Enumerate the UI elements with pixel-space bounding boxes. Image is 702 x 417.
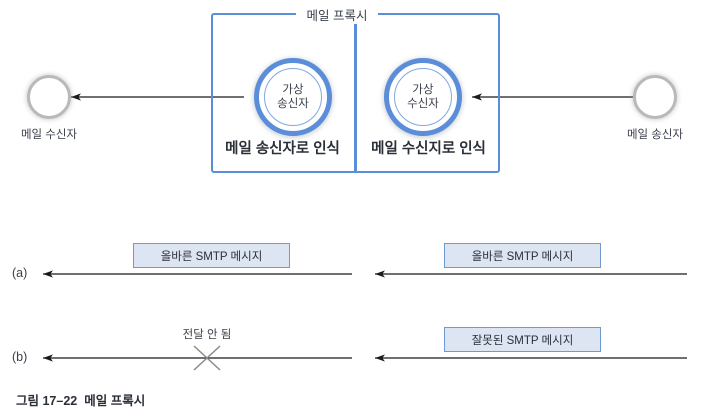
proxy-vertical-divider [354, 24, 357, 172]
mail-receiver-node-icon [27, 75, 71, 119]
proxy-title: 메일 프록시 [306, 9, 368, 23]
row-b-right-message: 잘못된 SMTP 메시지 [444, 327, 601, 352]
virtual-receiver-line2: 수신자 [407, 98, 439, 110]
mail-receiver-label: 메일 수신자 [20, 129, 78, 141]
virtual-sender-line2: 송신자 [277, 98, 309, 110]
blocked-cross-icon [193, 345, 221, 371]
figure-caption-title: 메일 프록시 [84, 394, 146, 408]
mail-sender-node-icon [633, 75, 677, 119]
row-a-right-message: 올바른 SMTP 메시지 [444, 243, 601, 268]
virtual-receiver-ring-inner: 가상 수신자 [394, 68, 452, 126]
recognized-as-destination-label: 메일 수신지로 인식 [371, 141, 486, 157]
figure-caption: 그림 17–22 메일 프록시 [16, 390, 145, 409]
figure-caption-number: 그림 17–22 [16, 394, 78, 408]
virtual-receiver-node: 가상 수신자 [384, 58, 462, 136]
recognized-as-sender-label: 메일 송신자로 인식 [225, 141, 340, 157]
row-b-left-message: 전달 안 됨 [182, 329, 232, 341]
mail-sender-label: 메일 송신자 [626, 129, 684, 141]
row-a-left-message: 올바른 SMTP 메시지 [133, 243, 290, 268]
proxy-title-gap [296, 4, 378, 22]
virtual-sender-line1: 가상 [282, 83, 304, 96]
row-label-a: (a) [12, 266, 28, 280]
virtual-receiver-line1: 가상 [412, 83, 434, 96]
virtual-sender-ring-inner: 가상 송신자 [264, 68, 322, 126]
virtual-sender-node: 가상 송신자 [254, 58, 332, 136]
row-label-b: (b) [12, 350, 28, 364]
